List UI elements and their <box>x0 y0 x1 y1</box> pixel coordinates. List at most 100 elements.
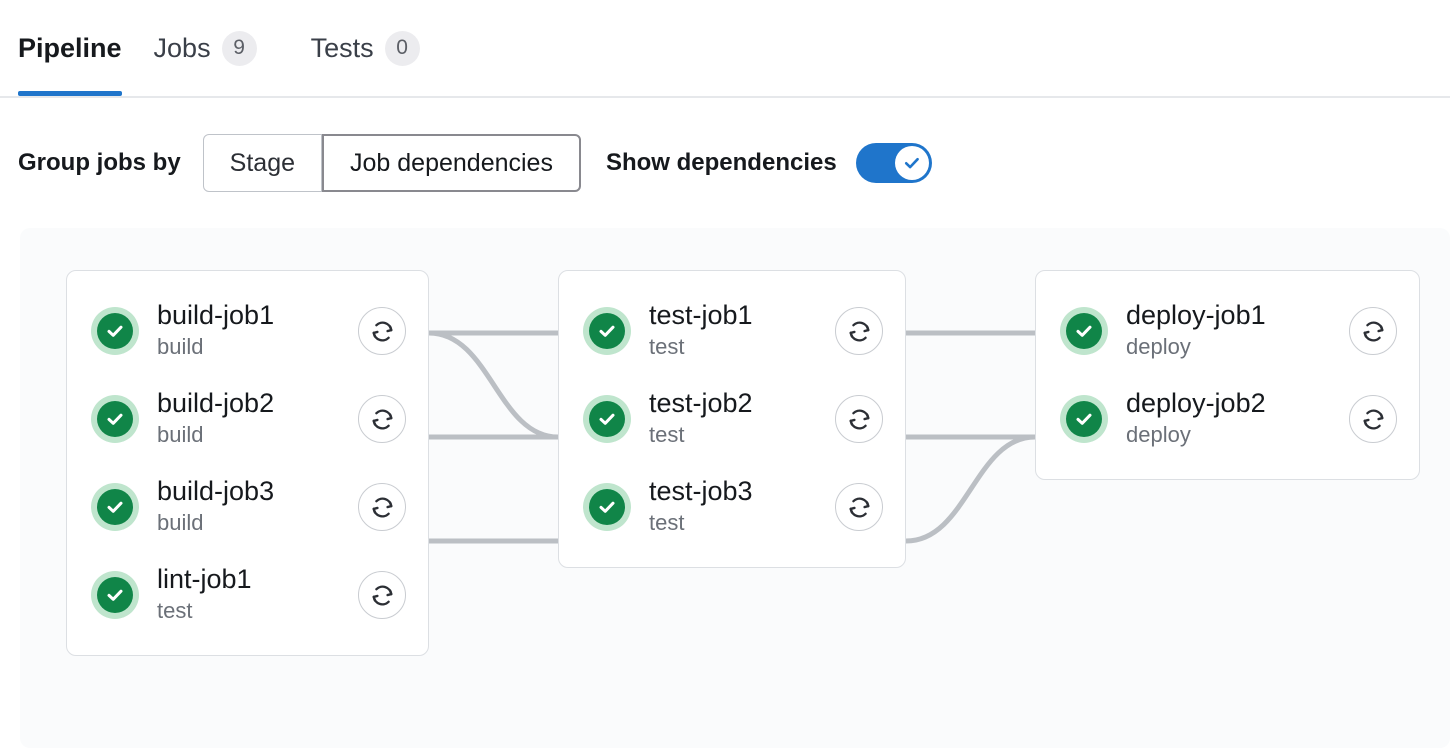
group-by-job-dependencies-button[interactable]: Job dependencies <box>322 134 581 192</box>
job-text: build-job2 build <box>157 389 344 449</box>
job-deploy-job1[interactable]: deploy-job1 deploy <box>1036 287 1419 375</box>
check-icon <box>599 325 615 337</box>
status-success-icon <box>91 483 139 531</box>
tab-pipeline-label: Pipeline <box>18 32 122 63</box>
tab-jobs-badge: 9 <box>221 30 257 66</box>
status-success-icon <box>91 307 139 355</box>
check-icon <box>107 589 123 601</box>
retry-icon <box>372 496 392 518</box>
job-text: test-job3 test <box>649 477 821 537</box>
test-column: test-job1 test <box>558 270 906 568</box>
pipeline-tabbar: Pipeline Jobs 9 Tests 0 <box>0 0 1450 98</box>
status-success-icon <box>1060 395 1108 443</box>
job-test-job1[interactable]: test-job1 test <box>559 287 905 375</box>
retry-icon <box>372 320 392 342</box>
job-deploy-job2[interactable]: deploy-job2 deploy <box>1036 375 1419 463</box>
check-icon <box>599 413 615 425</box>
retry-button[interactable] <box>358 483 406 531</box>
tab-tests-label: Tests <box>310 32 374 63</box>
check-icon <box>599 501 615 513</box>
status-success-icon <box>91 395 139 443</box>
job-name: lint-job1 <box>157 565 252 595</box>
check-icon <box>107 325 123 337</box>
retry-button[interactable] <box>358 307 406 355</box>
build-column: build-job1 build <box>66 270 429 656</box>
group-jobs-by-label: Group jobs by <box>18 149 181 176</box>
job-text: build-job3 build <box>157 477 344 537</box>
status-core <box>1066 313 1102 349</box>
dependency-edges <box>428 330 1036 544</box>
retry-icon <box>372 408 392 430</box>
retry-button[interactable] <box>358 395 406 443</box>
job-stage: build <box>157 510 204 536</box>
job-stage: build <box>157 422 204 448</box>
show-dependencies-toggle[interactable] <box>855 143 932 183</box>
job-stage: test <box>649 422 685 448</box>
job-name: deploy-job1 <box>1126 301 1266 331</box>
job-text: deploy-job2 deploy <box>1126 389 1335 449</box>
tab-tests[interactable]: Tests 0 <box>311 0 448 96</box>
retry-icon <box>849 496 869 518</box>
toggle-knob <box>894 146 929 180</box>
job-stage: build <box>157 334 204 360</box>
retry-icon <box>849 320 869 342</box>
status-core <box>1066 401 1102 437</box>
job-text: lint-job1 test <box>157 565 344 625</box>
job-text: build-job1 build <box>157 301 344 361</box>
check-icon <box>1076 413 1092 425</box>
status-core <box>589 401 625 437</box>
status-success-icon <box>583 395 631 443</box>
job-name: build-job1 <box>157 301 275 331</box>
job-stage: deploy <box>1126 422 1191 448</box>
job-name: build-job2 <box>157 389 275 419</box>
status-core <box>97 401 133 437</box>
status-core <box>97 577 133 613</box>
retry-button[interactable] <box>1349 307 1397 355</box>
job-stage: test <box>649 510 685 536</box>
job-name: deploy-job2 <box>1126 389 1266 419</box>
job-text: test-job1 test <box>649 301 821 361</box>
retry-button[interactable] <box>835 307 883 355</box>
show-dependencies-group: Show dependencies <box>606 143 932 183</box>
check-icon <box>904 157 919 169</box>
deploy-column: deploy-job1 deploy <box>1035 270 1420 480</box>
group-by-stage-button[interactable]: Stage <box>202 134 323 192</box>
status-success-icon <box>91 571 139 619</box>
job-test-job2[interactable]: test-job2 test <box>559 375 905 463</box>
job-stage: test <box>649 334 685 360</box>
status-success-icon <box>583 483 631 531</box>
job-name: test-job3 <box>649 477 753 507</box>
job-build-job2[interactable]: build-job2 build <box>67 375 428 463</box>
retry-button[interactable] <box>835 483 883 531</box>
job-text: deploy-job1 deploy <box>1126 301 1335 361</box>
group-jobs-by-segmented-control: Stage Job dependencies <box>202 134 581 192</box>
tab-pipeline[interactable]: Pipeline <box>18 0 122 96</box>
retry-button[interactable] <box>1349 395 1397 443</box>
job-stage: deploy <box>1126 334 1191 360</box>
tab-active-underline <box>18 91 122 96</box>
status-core <box>97 313 133 349</box>
pipeline-graph-panel: build-job1 build <box>20 228 1450 748</box>
check-icon <box>107 413 123 425</box>
job-test-job3[interactable]: test-job3 test <box>559 463 905 551</box>
deploy-column-card: deploy-job1 deploy <box>1035 270 1420 480</box>
job-build-job3[interactable]: build-job3 build <box>67 463 428 551</box>
check-icon <box>107 501 123 513</box>
job-build-job1[interactable]: build-job1 build <box>67 287 428 375</box>
retry-icon <box>1363 408 1383 430</box>
job-lint-job1[interactable]: lint-job1 test <box>67 551 428 639</box>
retry-button[interactable] <box>358 571 406 619</box>
tab-list: Pipeline Jobs 9 Tests 0 <box>0 0 1450 96</box>
status-success-icon <box>1060 307 1108 355</box>
tab-jobs-label: Jobs <box>153 32 211 63</box>
status-core <box>589 313 625 349</box>
retry-icon <box>849 408 869 430</box>
retry-button[interactable] <box>835 395 883 443</box>
tab-tests-badge: 0 <box>384 30 420 66</box>
check-icon <box>1076 325 1092 337</box>
job-name: test-job2 <box>649 389 753 419</box>
tab-jobs[interactable]: Jobs 9 <box>154 0 285 96</box>
retry-icon <box>372 584 392 606</box>
build-column-card: build-job1 build <box>66 270 429 656</box>
job-name: build-job3 <box>157 477 275 507</box>
